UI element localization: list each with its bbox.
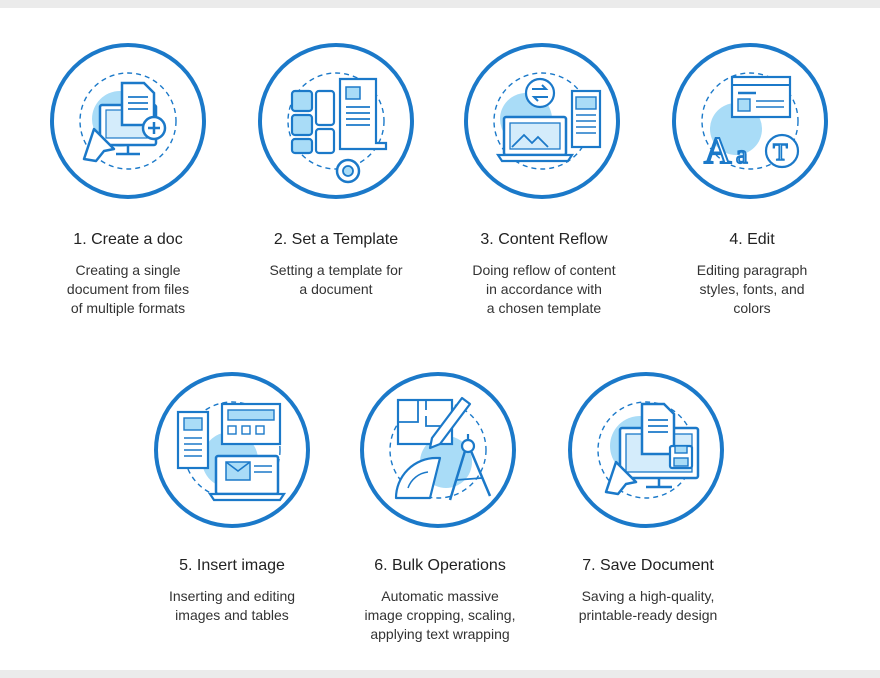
step-title: 6. Bulk Operations (374, 557, 506, 574)
template-icon (287, 72, 388, 184)
step-description: Inserting and editing images and tables (168, 588, 296, 623)
create-doc-icon (79, 72, 177, 170)
step-2-ring (258, 43, 414, 199)
svg-text:a: a (736, 140, 748, 169)
step-title: 2. Set a Template (273, 231, 399, 248)
save-document-icon (597, 401, 700, 499)
step-3-ring (464, 43, 620, 199)
step-title: 1. Create a doc (73, 231, 183, 248)
step-title: 5. Insert image (179, 557, 285, 574)
step-4-ring: A a T (672, 43, 828, 199)
step-description: Setting a template for a document (269, 262, 403, 297)
step-description: Creating a single document from files of… (66, 262, 190, 316)
step-6-ring (360, 372, 516, 528)
step-description: Doing reflow of content in accordance wi… (472, 262, 616, 316)
content-reflow-icon (493, 72, 602, 170)
step-title: 4. Edit (729, 231, 775, 248)
svg-text:A: A (704, 130, 732, 172)
step-5-ring (154, 372, 310, 528)
step-title: 3. Content Reflow (480, 231, 608, 248)
step-7-ring (568, 372, 724, 528)
edit-fonts-icon: A a T (701, 72, 800, 173)
step-title: 7. Save Document (582, 557, 714, 574)
infographic-canvas: 1. Create a doc Creating a single docume… (0, 8, 880, 670)
step-description: Saving a high-quality, printable-ready d… (578, 588, 718, 623)
svg-text:T: T (773, 140, 788, 166)
step-description: Automatic massive image cropping, scalin… (364, 588, 516, 642)
bulk-operations-icon (389, 396, 492, 501)
step-1-ring (50, 43, 206, 199)
step-description: Editing paragraph styles, fonts, and col… (696, 262, 808, 316)
insert-image-icon (176, 401, 287, 502)
